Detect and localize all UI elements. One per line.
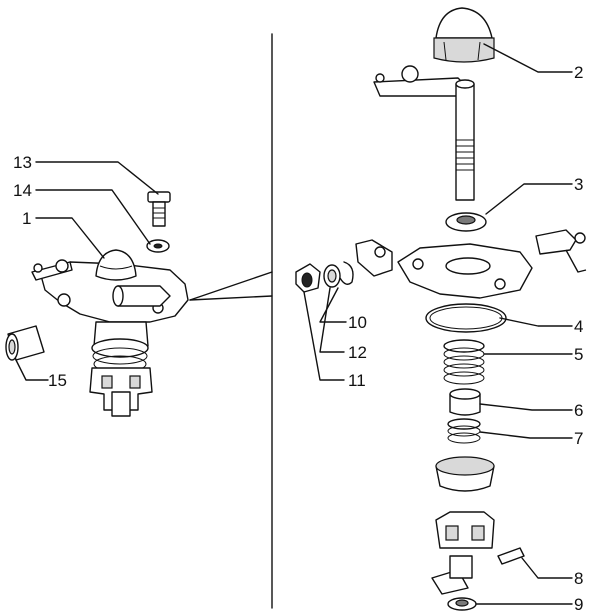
assembly-leader-lower — [189, 295, 273, 301]
callout-8: 8 — [574, 569, 583, 588]
callout-11: 11 — [348, 371, 366, 390]
callout-10: 10 — [348, 313, 367, 332]
part-6-cap — [449, 388, 481, 416]
assembly-leader-upper — [189, 271, 273, 301]
part-14-washer — [146, 239, 170, 253]
callout-1: 1 — [22, 209, 31, 228]
callout-14: 14 — [13, 181, 32, 200]
part-12-washer — [323, 264, 341, 288]
callout-2: 2 — [574, 63, 583, 82]
callout-13: 13 — [13, 153, 32, 172]
part-11-nut — [295, 263, 321, 293]
part-9-nut — [447, 597, 477, 611]
part-housing-center — [355, 229, 587, 299]
callout-3: 3 — [574, 175, 583, 194]
callout-15: 15 — [48, 371, 67, 390]
callout-6: 6 — [574, 401, 583, 420]
callout-5: 5 — [574, 345, 583, 364]
callout-4: 4 — [574, 317, 583, 336]
part-7-spring — [447, 418, 481, 444]
part-15-plug — [5, 325, 45, 361]
part-10-clip — [339, 261, 354, 285]
callout-12: 12 — [348, 343, 367, 362]
part-8-pin — [497, 547, 525, 565]
part-4-oring — [425, 303, 507, 333]
part-2-boot — [433, 7, 495, 63]
assembled-unit — [5, 191, 189, 417]
part-13-bolt — [147, 191, 171, 227]
leader-lines — [15, 43, 573, 605]
part-lower-block — [431, 511, 495, 595]
callout-9: 9 — [574, 595, 583, 613]
part-5-spring — [443, 339, 485, 385]
callout-7: 7 — [574, 429, 583, 448]
part-3-seal — [445, 212, 487, 232]
part-spring-seat — [435, 456, 495, 492]
part-1-housing — [31, 249, 189, 417]
part-shaft-lever — [373, 65, 475, 201]
exploded-view — [295, 7, 587, 611]
